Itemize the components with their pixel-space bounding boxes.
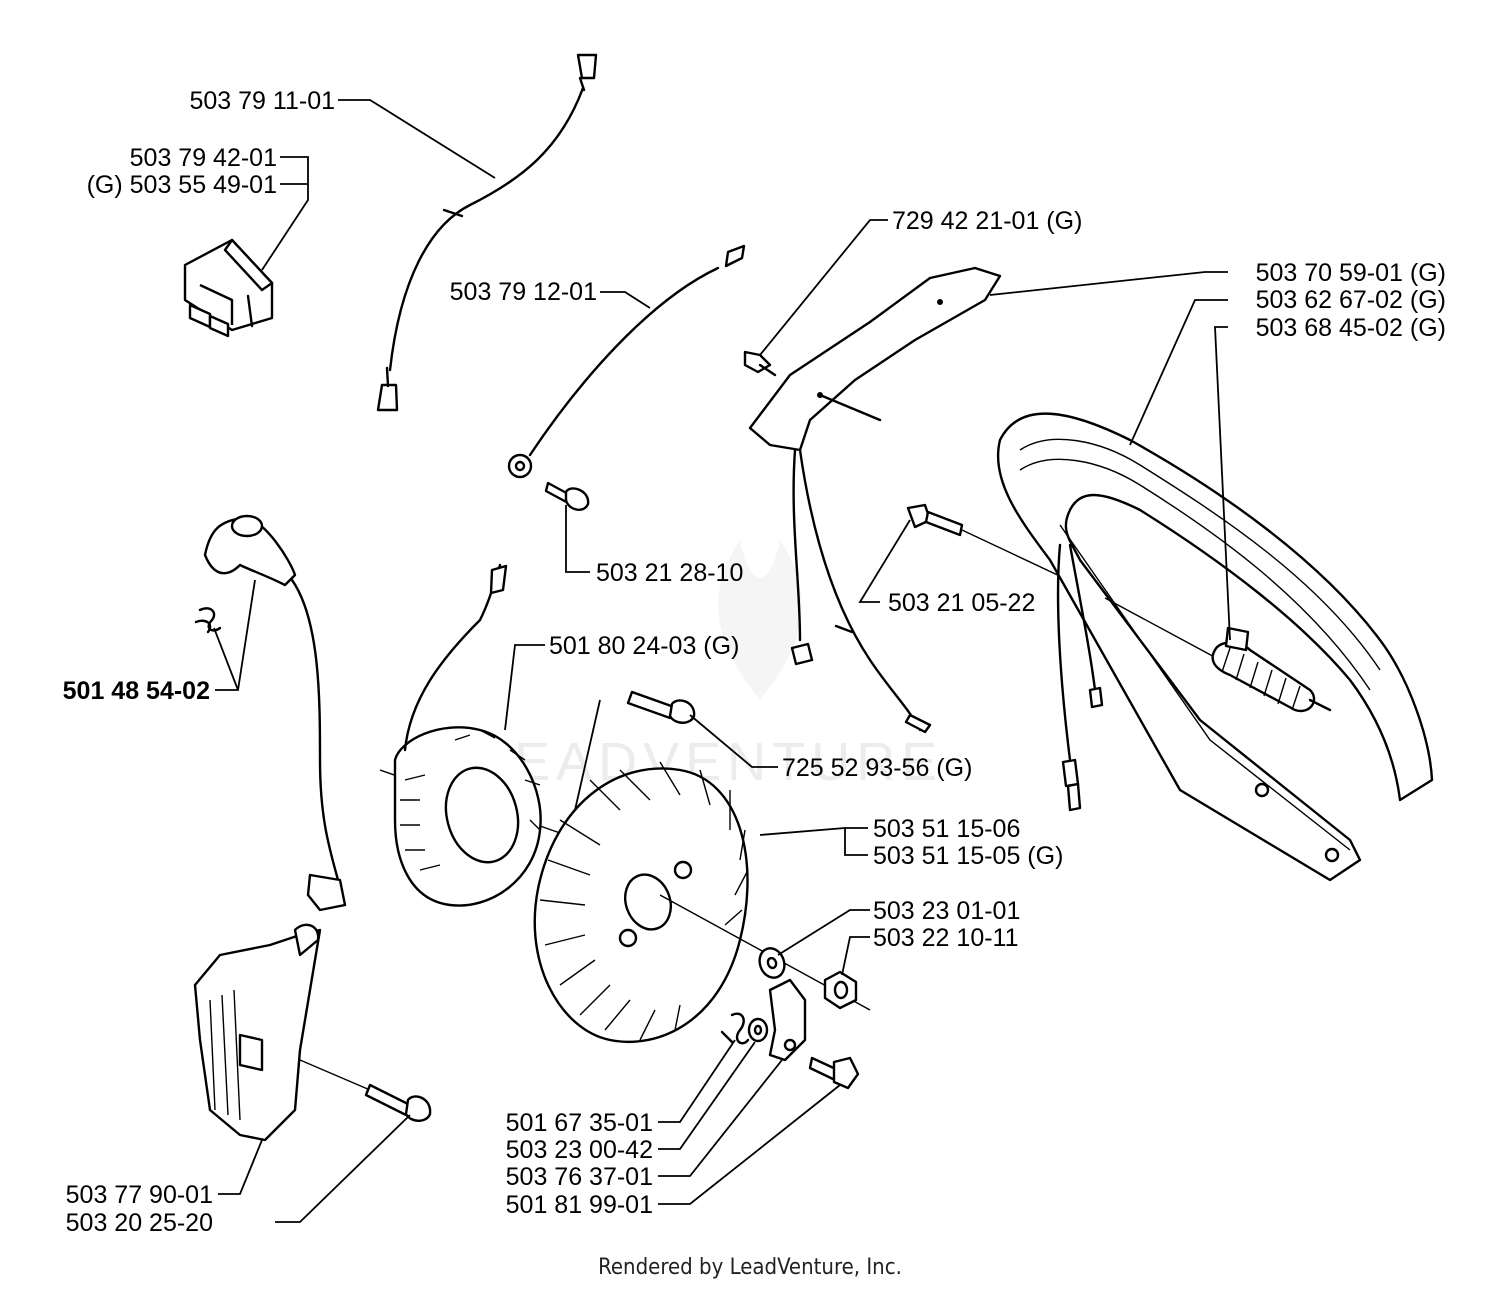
plate-bracket	[743, 266, 1002, 734]
spark-plug-cap	[194, 514, 340, 882]
wire-short	[507, 244, 746, 511]
part-labels: 503 79 11-01 503 79 42-01 (G) 503 55 49-…	[63, 87, 1446, 1237]
label-503-79-11-01: 503 79 11-01	[190, 87, 336, 115]
footer-credit: Rendered by LeadVenture, Inc.	[598, 1255, 902, 1280]
label-725-52-93-56: 725 52 93-56 (G)	[782, 754, 972, 782]
ignition-module-part	[193, 873, 371, 1142]
label-503-77-90-01: 503 77 90-01	[66, 1181, 213, 1209]
label-501-48-54-02: 501 48 54-02	[63, 677, 210, 705]
label-503-21-28-10: 503 21 28-10	[596, 559, 743, 587]
label-503-21-05-22: 503 21 05-22	[888, 589, 1035, 617]
switch	[183, 238, 274, 338]
label-503-23-01-01: 503 23 01-01	[873, 897, 1020, 925]
label-503-55-49-01: (G) 503 55 49-01	[87, 171, 277, 199]
module-screw-part	[364, 1083, 432, 1122]
leader-lines	[213, 99, 1231, 1223]
wire-upper	[376, 53, 598, 412]
watermark-logo	[718, 540, 802, 700]
label-729-42-21-01: 729 42 21-01 (G)	[892, 207, 1082, 235]
label-501-67-35-01: 501 67 35-01	[506, 1109, 653, 1137]
anti-vibration-spring	[1104, 597, 1332, 713]
label-503-79-12-01: 503 79 12-01	[450, 278, 597, 306]
label-503-20-25-20: 503 20 25-20	[66, 1209, 213, 1237]
washer-part	[758, 947, 786, 979]
flywheel-part	[533, 761, 871, 1044]
label-501-81-99-01: 501 81 99-01	[506, 1191, 653, 1219]
label-503-51-15-06: 503 51 15-06	[873, 815, 1020, 843]
stator-screw-part	[626, 690, 696, 724]
label-503-76-37-01: 503 76 37-01	[506, 1163, 653, 1191]
pawl-assembly	[720, 978, 860, 1090]
label-503-51-15-05: 503 51 15-05 (G)	[873, 842, 1063, 870]
nut-part	[823, 970, 858, 1010]
stator-part	[379, 563, 581, 907]
label-503-23-00-42: 503 23 00-42	[506, 1136, 653, 1164]
label-503-68-45-02: 503 68 45-02 (G)	[1256, 314, 1446, 342]
label-503-79-42-01: 503 79 42-01	[130, 144, 277, 172]
label-501-80-24-03: 501 80 24-03 (G)	[549, 632, 739, 660]
label-503-70-59-01: 503 70 59-01 (G)	[1256, 259, 1446, 287]
label-503-22-10-11: 503 22 10-11	[873, 924, 1019, 952]
front-handle	[996, 412, 1434, 882]
label-503-62-67-02: 503 62 67-02 (G)	[1256, 286, 1446, 314]
